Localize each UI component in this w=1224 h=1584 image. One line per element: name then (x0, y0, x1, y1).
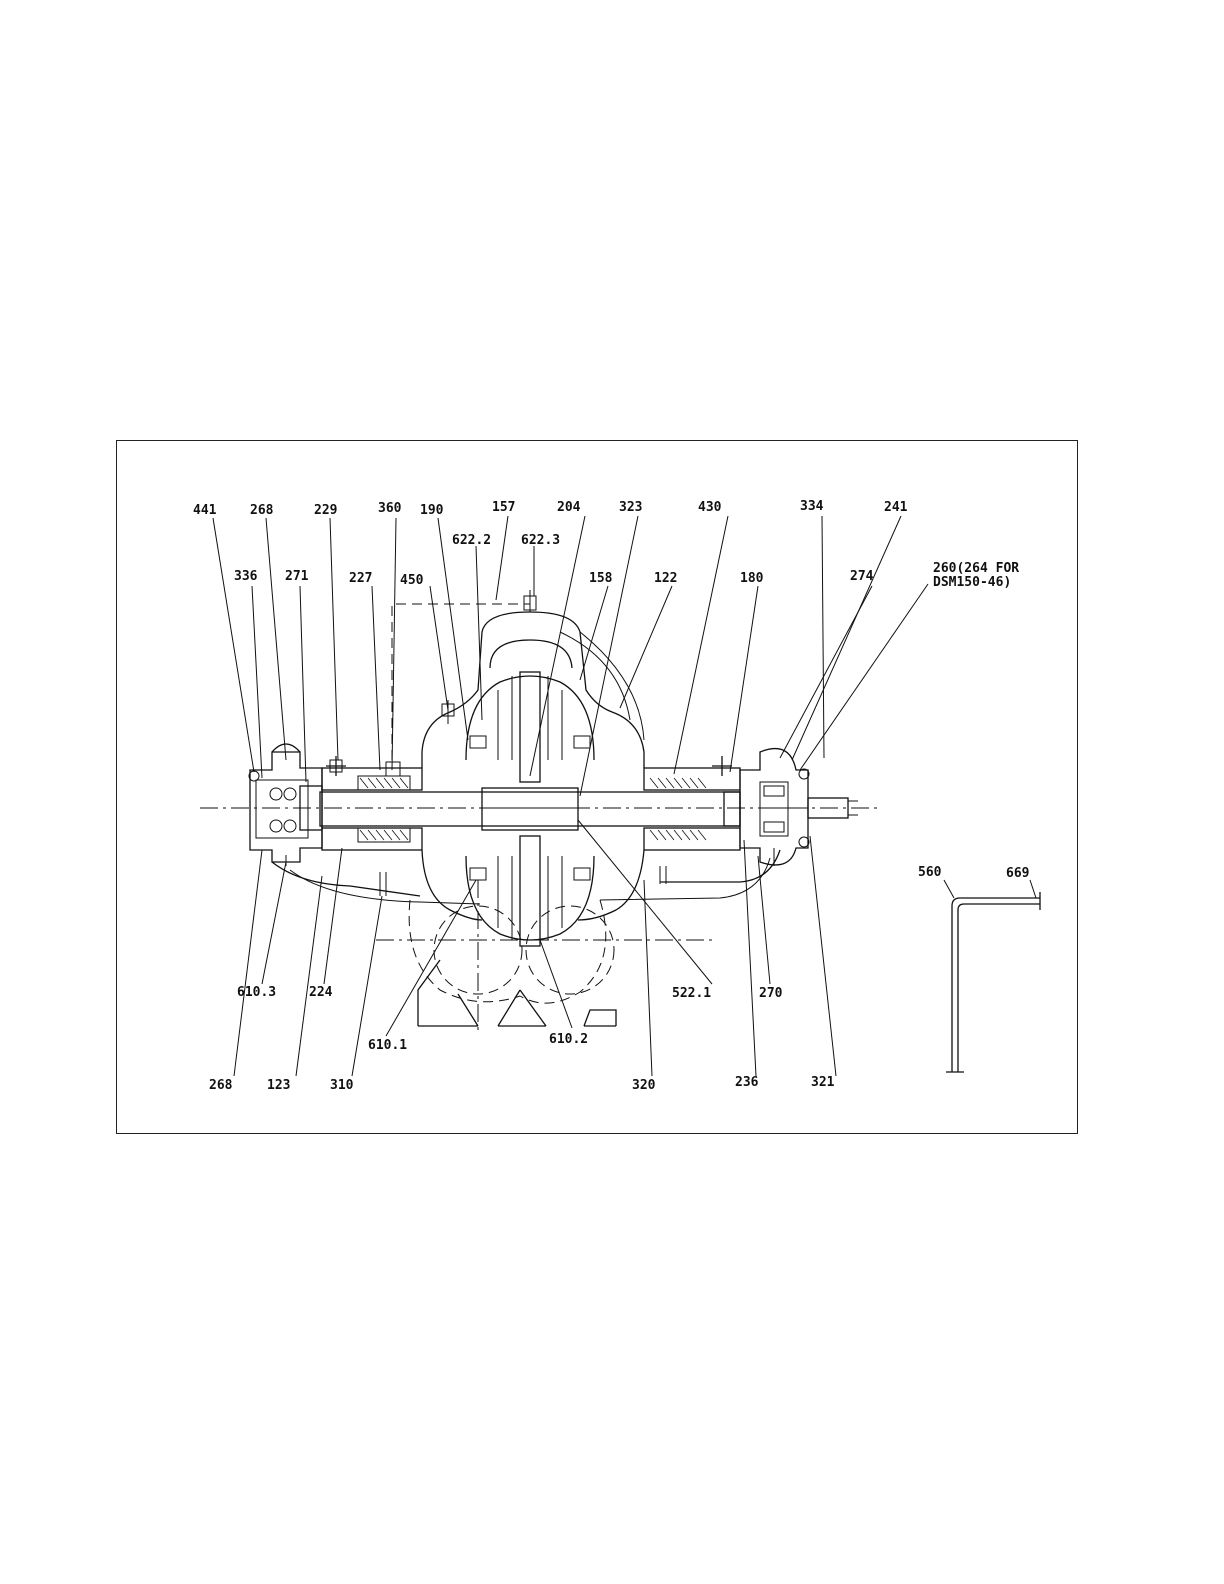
label-669: 669 (1006, 866, 1029, 881)
label-610-3: 610.3 (237, 985, 276, 1000)
casing-lower (272, 828, 780, 946)
label-560: 560 (918, 865, 942, 880)
right-bearing-housing (724, 749, 809, 866)
label-610-1: 610.1 (368, 1038, 407, 1053)
label-260-note-line1: 260(264 FOR (933, 561, 1019, 576)
label-158: 158 (589, 571, 613, 586)
label-441: 441 (193, 503, 217, 518)
shaft (200, 788, 880, 830)
label-622-2: 622.2 (452, 533, 491, 548)
label-122: 122 (654, 571, 677, 586)
label-270: 270 (759, 986, 783, 1001)
label-204: 204 (557, 500, 581, 515)
label-236: 236 (735, 1075, 759, 1090)
label-323: 323 (619, 500, 642, 515)
label-610-2: 610.2 (549, 1032, 588, 1047)
balance-pipe (392, 604, 530, 760)
label-123: 123 (267, 1078, 290, 1093)
label-320: 320 (632, 1078, 656, 1093)
label-336: 336 (234, 569, 258, 584)
label-241: 241 (884, 500, 908, 515)
label-260-note-line2: DSM150-46) (933, 575, 1011, 590)
label-334: 334 (800, 499, 824, 514)
label-274: 274 (850, 569, 874, 584)
label-180: 180 (740, 571, 764, 586)
label-450: 450 (400, 573, 424, 588)
label-268: 268 (250, 503, 274, 518)
pipe-detail (944, 880, 1040, 1072)
casing-upper (422, 590, 740, 790)
label-190: 190 (420, 503, 444, 518)
label-622-3: 622.3 (521, 533, 560, 548)
label-430: 430 (698, 500, 722, 515)
label-227: 227 (349, 571, 372, 586)
label-310: 310 (330, 1078, 354, 1093)
label-268-lower: 268 (209, 1078, 233, 1093)
label-522-1: 522.1 (672, 986, 711, 1001)
label-224: 224 (309, 985, 333, 1000)
part-labels: 441 268 229 360 190 157 204 323 430 334 … (193, 499, 1029, 1093)
label-271: 271 (285, 569, 309, 584)
label-360: 360 (378, 501, 402, 516)
label-157: 157 (492, 500, 515, 515)
label-321: 321 (811, 1075, 835, 1090)
label-229: 229 (314, 503, 337, 518)
left-bearing-housing (249, 744, 322, 866)
